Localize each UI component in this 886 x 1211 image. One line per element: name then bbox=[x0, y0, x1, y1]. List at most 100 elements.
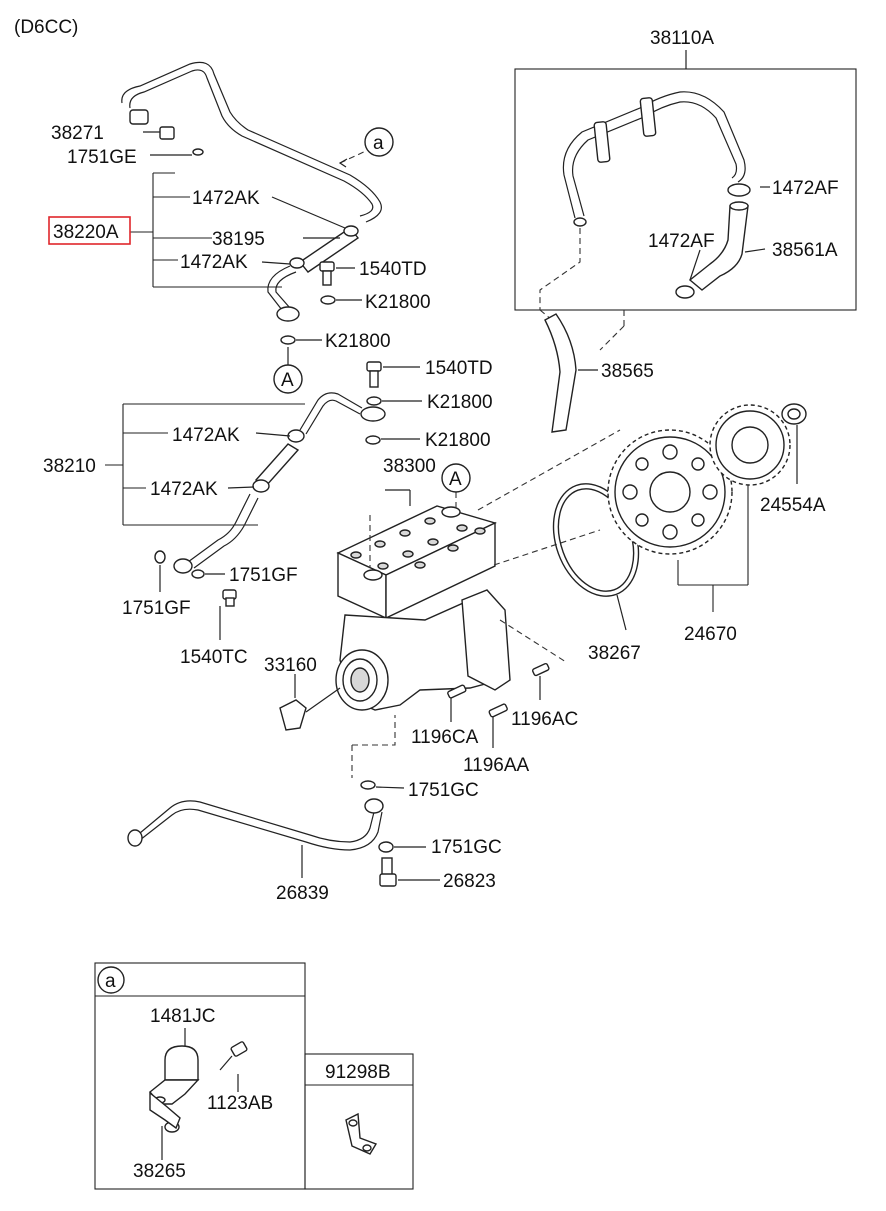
coupling-33160-piece bbox=[279, 699, 307, 731]
bracket-91298B bbox=[345, 1112, 378, 1155]
label-1540TD-b: 1540TD bbox=[425, 358, 493, 379]
marker-a-circle: a bbox=[364, 127, 394, 157]
pipe-38210-assembly bbox=[105, 361, 386, 607]
label-38267: 38267 bbox=[588, 643, 641, 664]
bracket-38265 bbox=[149, 1091, 181, 1130]
label-K21800-c: K21800 bbox=[427, 392, 493, 413]
label-1540TC: 1540TC bbox=[180, 647, 248, 668]
oring-1751GF-left bbox=[154, 550, 166, 564]
svg-text:a: a bbox=[373, 133, 384, 154]
bolt-1540TD-top-shank bbox=[322, 270, 332, 286]
label-1751GF-b: 1751GF bbox=[122, 598, 191, 619]
pipe-26839 bbox=[127, 780, 397, 887]
label-33160: 33160 bbox=[264, 655, 317, 676]
fitting-38271 bbox=[129, 109, 149, 125]
label-1123AB: 1123AB bbox=[207, 1093, 273, 1114]
label-1472AK-b: 1472AK bbox=[180, 252, 248, 273]
label-1751GF-a: 1751GF bbox=[229, 565, 298, 586]
nut-24554A bbox=[781, 403, 807, 425]
label-38220A: 38220A bbox=[53, 222, 119, 243]
label-1472AF-a: 1472AF bbox=[772, 178, 839, 199]
label-1196CA: 1196CA bbox=[411, 727, 479, 748]
banjo-38210-top bbox=[360, 406, 386, 422]
head-bolts bbox=[350, 517, 486, 570]
marker-inset-a: a bbox=[97, 966, 125, 994]
pipe-26839-end-left bbox=[127, 829, 143, 847]
label-K21800-d: K21800 bbox=[425, 430, 491, 451]
inset-box-91298B bbox=[304, 1053, 414, 1190]
head-port-top bbox=[441, 506, 461, 518]
hose-38561A-end bbox=[729, 201, 749, 211]
marker-A-circle-compressor: A bbox=[441, 463, 471, 493]
label-38561A: 38561A bbox=[772, 240, 838, 261]
label-38265: 38265 bbox=[133, 1161, 186, 1182]
bolt-1540TC-shank bbox=[225, 597, 235, 607]
label-38565: 38565 bbox=[601, 361, 654, 382]
label-1196AA: 1196AA bbox=[463, 755, 530, 776]
bolt-1196AA bbox=[488, 703, 508, 748]
oring-1751GF-right bbox=[191, 569, 205, 579]
label-1751GC-a: 1751GC bbox=[408, 780, 479, 801]
washer-K21800-mid-b bbox=[365, 435, 381, 445]
label-26823: 26823 bbox=[443, 871, 496, 892]
clamp-1472AK-top bbox=[343, 225, 359, 237]
svg-text:A: A bbox=[281, 370, 294, 391]
label-38271: 38271 bbox=[51, 123, 104, 144]
svg-text:a: a bbox=[105, 971, 116, 992]
engine-title: (D6CC) bbox=[14, 17, 78, 38]
label-K21800-a: K21800 bbox=[365, 292, 431, 313]
banjo-38210-bottom bbox=[173, 558, 193, 574]
label-1540TD-a: 1540TD bbox=[359, 259, 427, 280]
label-1472AK-a: 1472AK bbox=[192, 188, 260, 209]
label-1472AF-b: 1472AF bbox=[648, 231, 715, 252]
head-port-front bbox=[363, 569, 383, 581]
bolt-1540TD-top-head bbox=[319, 261, 335, 272]
label-26839: 26839 bbox=[276, 883, 329, 904]
pipe-26839-end-right bbox=[364, 798, 384, 814]
label-1481JC: 1481JC bbox=[150, 1006, 216, 1027]
bolt-1540TD-mid-head bbox=[366, 361, 382, 372]
bracket-38110A-b bbox=[639, 97, 657, 137]
fitting-1751GE-nut bbox=[159, 126, 175, 140]
oring-1751GE bbox=[192, 148, 204, 156]
label-K21800-b: K21800 bbox=[325, 331, 391, 352]
svg-text:A: A bbox=[449, 469, 462, 490]
pipe-38110A bbox=[562, 91, 746, 227]
gear-24670-large bbox=[607, 429, 733, 555]
clamp-1472AK-bottom bbox=[289, 257, 305, 269]
label-38110A: 38110A bbox=[650, 28, 714, 49]
clamp-1472AK-mid-b bbox=[252, 479, 270, 493]
label-38300: 38300 bbox=[383, 456, 436, 477]
washer-K21800-mid-a bbox=[366, 396, 382, 406]
label-24670: 24670 bbox=[684, 624, 737, 645]
label-1472AK-d: 1472AK bbox=[150, 479, 218, 500]
clamp-1472AK-mid-a bbox=[287, 429, 305, 443]
label-24554A: 24554A bbox=[760, 495, 826, 516]
bolt-26823-head bbox=[379, 873, 397, 887]
label-91298B: 91298B bbox=[325, 1062, 391, 1083]
pipe-38110A-end bbox=[573, 217, 587, 227]
bolt-1123AB bbox=[219, 1041, 248, 1071]
label-1751GE: 1751GE bbox=[67, 147, 137, 168]
washer-K21800-under bbox=[280, 335, 296, 345]
gear-24670-small bbox=[709, 404, 791, 486]
pipe-38220A-assembly bbox=[121, 61, 382, 345]
label-1196AC: 1196AC bbox=[511, 709, 578, 730]
air-compressor-38300 bbox=[279, 505, 511, 731]
label-1751GC-b: 1751GC bbox=[431, 837, 502, 858]
hose-38195 bbox=[298, 227, 360, 273]
bolt-1196CA bbox=[447, 684, 467, 722]
label-1472AK-c: 1472AK bbox=[172, 425, 240, 446]
clamp-1472AF-bottom bbox=[675, 285, 695, 299]
clamp-1472AF-top bbox=[727, 183, 751, 197]
hose-38565 bbox=[544, 313, 577, 433]
bracket-38110A-a bbox=[593, 121, 611, 163]
highlight-box-38220A bbox=[48, 216, 131, 245]
label-38210: 38210 bbox=[43, 456, 96, 477]
oring-1751GC-bottom bbox=[378, 841, 394, 853]
banjo-fitting bbox=[276, 306, 300, 322]
hose-38561A bbox=[675, 183, 751, 299]
bolt-1196AC bbox=[532, 662, 550, 700]
label-38195: 38195 bbox=[212, 229, 265, 250]
